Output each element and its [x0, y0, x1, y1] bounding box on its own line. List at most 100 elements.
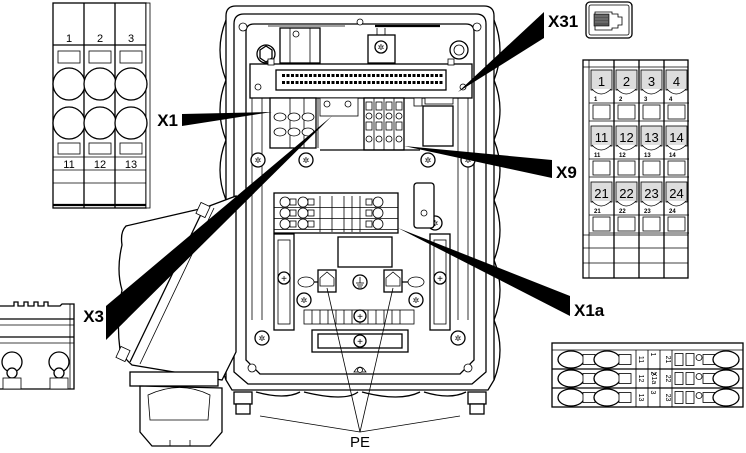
connector-pin: [421, 81, 425, 84]
connector-pin: [345, 74, 348, 77]
x1a-screw: [712, 369, 740, 388]
label-x1: X1: [157, 111, 178, 130]
x1-top-number: 1: [66, 33, 72, 45]
x9-terminal-number: 21: [594, 186, 608, 201]
x9-clamp-arc: [641, 200, 662, 207]
connector-pin: [417, 81, 420, 84]
connector-pin: [394, 74, 398, 77]
x9-wire-entry: [617, 216, 636, 232]
x9-inner-clamp: [365, 112, 373, 120]
x3-plug-body: [115, 195, 237, 447]
x9-inner-slot: [395, 121, 403, 131]
x9-clamp-arc: [641, 144, 662, 151]
connector-pin: [376, 74, 380, 77]
callout-pointers: [106, 12, 570, 340]
torx-screw-glyph: ✲: [455, 334, 462, 343]
connector-pin: [322, 74, 326, 77]
x1a-number: 2: [649, 372, 656, 376]
x9-terminal-subnumber: 4: [669, 97, 673, 103]
x1a-pin: [695, 392, 703, 399]
x9-terminal-subnumber: 22: [619, 209, 626, 215]
connector-pin: [358, 81, 362, 84]
connector-pin: [331, 81, 335, 84]
connector-pin: [412, 74, 416, 77]
x9-wire-entry: [642, 160, 661, 176]
x1a-inner-clamp: [289, 198, 297, 206]
x9-inner-clamp: [395, 135, 403, 143]
x1a-number: 21: [664, 356, 671, 364]
x9-terminal-number: 12: [619, 130, 633, 145]
torx-screw-icon: [420, 152, 436, 168]
x1a-inner-screw: [297, 207, 309, 219]
enclosure: ✲ ✲✲✲✲✲✲✲✲✲✲: [219, 5, 501, 415]
connector-pin: [390, 74, 393, 77]
connector-pin: [430, 81, 434, 84]
x1a-inner-clamp: [307, 198, 315, 206]
connector-pin: [282, 74, 285, 77]
x9-clamp-arc: [591, 200, 612, 207]
x1-pointer: [182, 112, 272, 126]
label-x1a: X1a: [574, 301, 605, 320]
connector-pin: [399, 81, 402, 84]
connector-pin: [354, 81, 357, 84]
x9-inner-clamp: [395, 112, 403, 120]
connector-pin: [367, 81, 371, 84]
x1a-marker: [685, 391, 695, 404]
x9-terminal-subnumber: 24: [669, 209, 676, 215]
x9-inner-slot: [395, 101, 403, 111]
x1a-pin: [695, 354, 703, 361]
torx-screw-glyph: ✲: [259, 334, 266, 343]
x9-terminal-number: 23: [644, 186, 658, 201]
x1a-marker: [674, 353, 684, 366]
x9-inner-slot: [375, 101, 383, 111]
connector-pin: [408, 74, 411, 77]
connector-pin: [399, 74, 402, 77]
x9-clamp-arc: [591, 144, 612, 151]
connector-pin: [282, 81, 285, 84]
x9-clamp-arc: [616, 200, 637, 207]
x9-inner-clamp: [385, 135, 393, 143]
x9-terminal-number: 13: [644, 130, 658, 145]
x1-bottom-number: 11: [63, 159, 74, 171]
connector-pin: [349, 74, 353, 77]
x1a-pin: [695, 373, 703, 380]
x9-inner-slot: [365, 101, 373, 111]
x1a-inner-screw: [372, 207, 384, 219]
x1a-clamp: [582, 373, 596, 384]
x1a-inner-screw: [279, 196, 291, 208]
x1-bottom-number: 13: [125, 159, 137, 171]
connector-pin: [331, 74, 335, 77]
label-x9: X9: [556, 163, 577, 182]
connector-pin: [417, 74, 420, 77]
torx-screw-icon: [296, 292, 312, 308]
connector-pin: [322, 81, 326, 84]
x1a-number: 11: [637, 356, 644, 363]
x9-terminal-number: 14: [669, 130, 683, 145]
connector-pin: [385, 74, 389, 77]
x9-terminal-subnumber: 3: [644, 97, 648, 103]
x1a-number: 3: [649, 391, 656, 395]
pe-leaders: [259, 287, 461, 433]
svg-text:✲: ✲: [378, 43, 385, 52]
x1a-pointer: [398, 228, 570, 316]
connector-pin: [286, 81, 290, 84]
x1a-inner-clamp: [289, 209, 297, 217]
x1-top-number: 2: [97, 33, 103, 45]
x9-inner-slot: [385, 101, 393, 111]
detail-x3-connector: [0, 301, 75, 390]
connector-pin: [372, 74, 375, 77]
x1a-marker: [685, 353, 695, 366]
x1-screw: [273, 112, 287, 122]
connector-pin: [376, 81, 380, 84]
svg-text:+: +: [437, 274, 443, 285]
x9-inner-clamp: [375, 112, 383, 120]
x1a-screw: [557, 350, 585, 369]
x1-screw: [273, 127, 287, 137]
x9-terminal-number: 1: [598, 74, 605, 89]
connector-pin: [345, 81, 348, 84]
torx-screw-glyph: ✲: [303, 156, 310, 165]
x9-terminal-subnumber: 2: [619, 97, 623, 103]
x9-clamp-arc: [641, 88, 662, 95]
